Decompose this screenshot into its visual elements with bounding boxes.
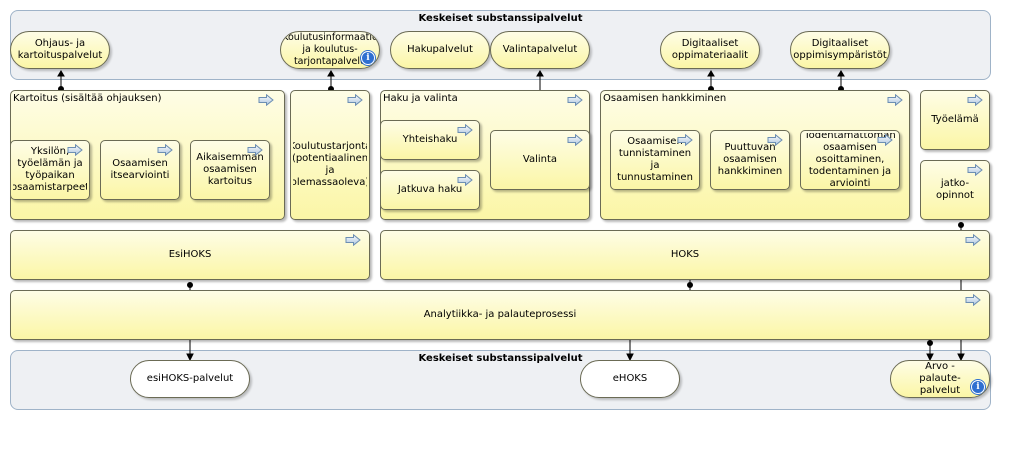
process-arrow-icon	[567, 134, 583, 146]
info-icon[interactable]: i	[361, 51, 375, 65]
aikaisemman-osaamisen-kartoitus-label: Aikaisemman osaamisen kartoitus	[196, 152, 264, 187]
puuttuvan-osaamisen-hankkiminen[interactable]: Puuttuvan osaamisen hankkiminen	[710, 130, 790, 190]
digitaaliset-oppimateriaalit[interactable]: Digitaaliset oppimateriaalit	[660, 31, 760, 69]
connector-arvo-2-dot	[958, 222, 964, 228]
osaamisen-hankkiminen-label: Osaamisen hankkiminen	[603, 93, 727, 104]
koulutustarjonta-label: Koulutustarjonta (potentiaalinen ja olem…	[293, 141, 367, 188]
todentamattoman-osaamisen-arviointi-label: Todentamattoman osaamisen osoittaminen, …	[804, 133, 896, 187]
process-arrow-icon	[258, 94, 274, 106]
digitaaliset-oppimateriaalit-label: Digitaaliset oppimateriaalit	[671, 38, 749, 61]
process-arrow-icon	[767, 134, 783, 146]
valintapalvelut-label: Valintapalvelut	[502, 44, 578, 55]
todentamattoman-osaamisen-arviointi[interactable]: Todentamattoman osaamisen osoittaminen, …	[800, 130, 900, 190]
yksilon-osaamistarpeet-label: Yksilön, työelämän ja työpaikan osaamist…	[13, 146, 87, 193]
connector-valinta-arrowhead	[536, 70, 544, 77]
hoks-process[interactable]: HOKS	[380, 230, 990, 280]
digitaaliset-oppimisymparistot[interactable]: Digitaaliset oppimisympäristöt	[790, 31, 890, 69]
connector-esihoks-dot	[187, 282, 193, 288]
osaamisen-tunnistaminen-label: Osaamisen tunnistaminen ja tunnustaminen	[617, 136, 693, 183]
process-arrow-icon	[347, 94, 363, 106]
osaamisen-tunnistaminen[interactable]: Osaamisen tunnistaminen ja tunnustaminen	[610, 130, 700, 190]
yhteishaku-label: Yhteishaku	[402, 134, 458, 145]
info-icon[interactable]: i	[971, 380, 985, 394]
jatko-opinnot-label: jatko-opinnot	[936, 178, 974, 201]
connector-esihoks-arrowhead	[186, 353, 194, 362]
connector-ehoks-arrowhead	[626, 353, 634, 362]
kartoitus-label: Kartoitus (sisältää ohjauksen)	[13, 93, 162, 104]
connector-arvo-1-dot	[927, 340, 933, 346]
esihoks-palvelut[interactable]: esiHOKS-palvelut	[130, 360, 250, 398]
process-arrow-icon	[457, 174, 473, 186]
haku-ja-valinta-label: Haku ja valinta	[383, 93, 458, 104]
process-arrow-icon	[567, 94, 583, 106]
hoks-label: HOKS	[670, 249, 700, 260]
valinta[interactable]: Valinta	[490, 130, 590, 190]
yhteishaku[interactable]: Yhteishaku	[380, 120, 480, 160]
connector-ohjaus-arrowhead	[57, 70, 65, 77]
digitaaliset-oppimisymparistot-label: Digitaaliset oppimisympäristöt	[793, 38, 887, 61]
koulutusinformaatiopalvelu[interactable]: Koulutusinformaatio ja koulutus-tarjonta…	[280, 31, 380, 69]
aikaisemman-osaamisen-kartoitus[interactable]: Aikaisemman osaamisen kartoitus	[190, 140, 270, 200]
analytiikka-label: Analytiikka- ja palauteprosessi	[423, 309, 577, 320]
process-arrow-icon	[887, 94, 903, 106]
process-arrow-icon	[965, 234, 981, 246]
analytiikka-palauteprosessi[interactable]: Analytiikka- ja palauteprosessi	[10, 290, 990, 340]
process-arrow-icon	[967, 94, 983, 106]
process-arrow-icon	[67, 144, 83, 156]
process-arrow-icon	[157, 144, 173, 156]
esihoks-palvelut-label: esiHOKS-palvelut	[146, 373, 234, 384]
koulutusinformaatiopalvelu-label: Koulutusinformaatio ja koulutus-tarjonta…	[282, 32, 378, 67]
connector-dig-ymparistot-arrowhead	[837, 70, 845, 77]
ehoks-label: eHOKS	[612, 373, 648, 384]
process-arrow-icon	[677, 134, 693, 146]
arvo-palautepalvelut[interactable]: Arvo - palaute-palvelut i	[890, 360, 990, 398]
osaamisen-itsearviointi[interactable]: Osaamisen itsearviointi	[100, 140, 180, 200]
osaamisen-itsearviointi-label: Osaamisen itsearviointi	[110, 158, 170, 181]
connector-hoks-dot	[687, 282, 693, 288]
jatkuva-haku-label: Jatkuva haku	[397, 184, 463, 195]
ohjaus-kartoituspalvelut[interactable]: Ohjaus- ja kartoituspalvelut	[10, 31, 110, 69]
ehoks-palvelu[interactable]: eHOKS	[580, 360, 680, 398]
hakupalvelut[interactable]: Hakupalvelut	[390, 31, 490, 69]
puuttuvan-osaamisen-hankkiminen-label: Puuttuvan osaamisen hankkiminen	[717, 142, 783, 177]
connector-arvo-1-arrowhead	[926, 353, 934, 362]
process-arrow-icon	[247, 144, 263, 156]
connector-koulutusinfo-arrowhead	[327, 70, 335, 77]
ohjaus-kartoituspalvelut-label: Ohjaus- ja kartoituspalvelut	[17, 38, 103, 61]
process-arrow-icon	[967, 164, 983, 176]
process-arrow-icon	[877, 134, 893, 146]
connector-dig-materiaalit-arrowhead	[707, 70, 715, 77]
jatkuva-haku[interactable]: Jatkuva haku	[380, 170, 480, 210]
top-band-title: Keskeiset substanssipalvelut	[418, 13, 583, 24]
esihoks-label: EsiHOKS	[168, 249, 212, 260]
tyoelama-label: Työelämä	[931, 114, 979, 125]
tyoelama-process[interactable]: Työelämä	[920, 90, 990, 150]
hakupalvelut-label: Hakupalvelut	[407, 44, 473, 55]
bottom-band-title: Keskeiset substanssipalvelut	[418, 353, 583, 364]
esihoks-process[interactable]: EsiHOKS	[10, 230, 370, 280]
valinta-label: Valinta	[522, 154, 558, 165]
jatko-opinnot-process[interactable]: jatko-opinnot	[920, 160, 990, 220]
koulutustarjonta-process[interactable]: Koulutustarjonta (potentiaalinen ja olem…	[290, 90, 370, 220]
yksilon-osaamistarpeet[interactable]: Yksilön, työelämän ja työpaikan osaamist…	[10, 140, 90, 200]
connector-arvo-2-arrowhead	[957, 353, 965, 362]
process-arrow-icon	[965, 294, 981, 306]
process-arrow-icon	[457, 124, 473, 136]
process-arrow-icon	[345, 234, 361, 246]
arvo-palautepalvelut-label: Arvo - palaute-palvelut	[919, 361, 961, 396]
valintapalvelut[interactable]: Valintapalvelut	[490, 31, 590, 69]
